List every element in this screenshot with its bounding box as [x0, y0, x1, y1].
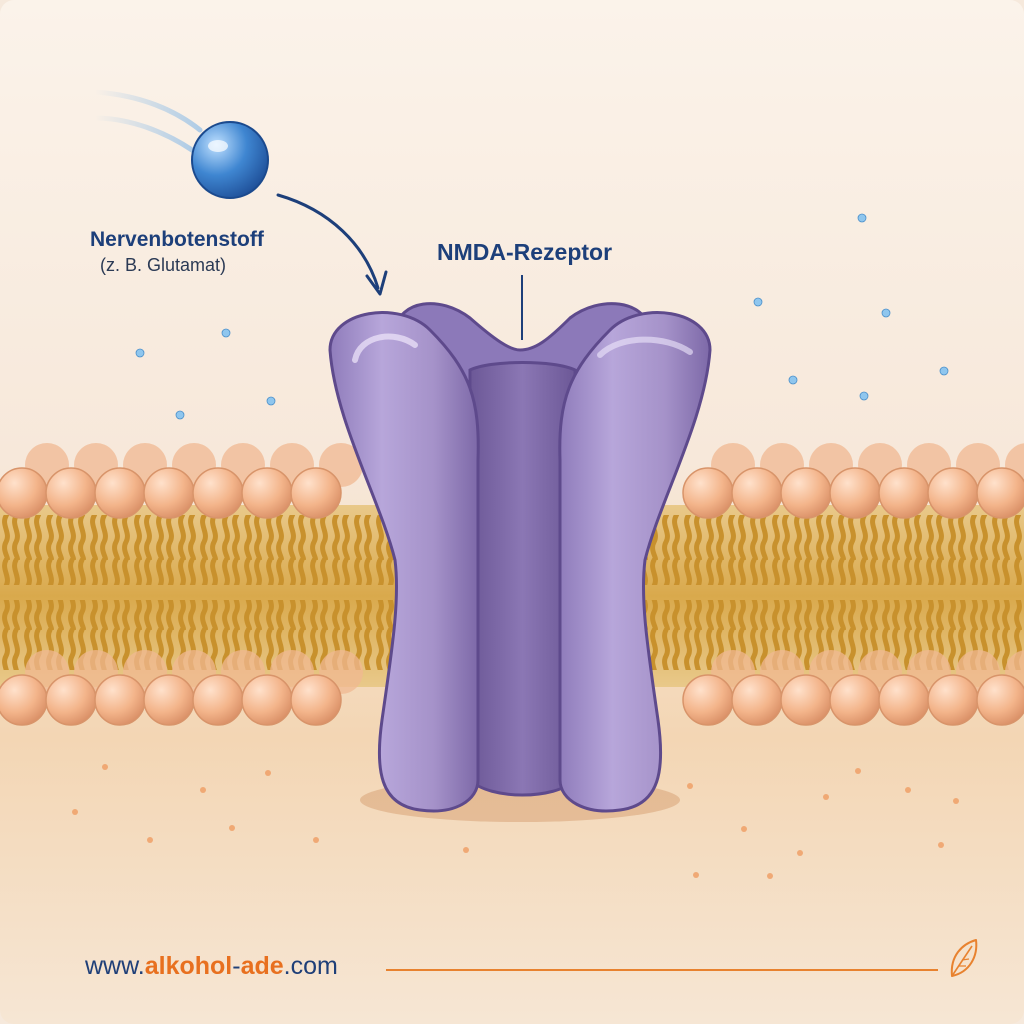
ion-particle: [905, 787, 911, 793]
ion-particle: [767, 873, 773, 879]
motion-streak: [92, 89, 203, 133]
leaf-icon: [950, 939, 978, 977]
website-link[interactable]: www.alkohol-ade.com: [85, 952, 338, 981]
ion-particle: [855, 768, 861, 774]
receptor-subunit-right: [558, 311, 712, 813]
ion-particle: [938, 842, 944, 848]
lipid-head: [241, 674, 293, 726]
lipid-head: [976, 467, 1024, 519]
lipid-head: [0, 467, 48, 519]
molecule-highlight: [208, 140, 228, 152]
ion-particle: [823, 794, 829, 800]
url-brand-alkohol: alkohol: [144, 952, 233, 980]
url-prefix: www.: [85, 952, 145, 980]
lipid-head: [682, 467, 734, 519]
lipid-head: [143, 674, 195, 726]
lipid-head: [192, 674, 244, 726]
ion-particle: [135, 348, 145, 358]
receptor-subunit-left: [328, 311, 480, 813]
arrow-shaft: [276, 193, 380, 290]
neurotransmitter-example-label: (z. B. Glutamat): [100, 255, 227, 275]
lipid-head: [878, 467, 930, 519]
lipid-head: [290, 467, 342, 519]
ion-particle: [939, 366, 949, 376]
ion-particle: [463, 847, 469, 853]
ion-particle: [693, 872, 699, 878]
ion-particle: [266, 396, 276, 406]
lipid-head: [829, 674, 881, 726]
lipid-heads-bottom: [0, 650, 1024, 726]
lipid-head: [45, 674, 97, 726]
ion-particle: [788, 375, 798, 385]
lipid-head: [192, 467, 244, 519]
lipid-head: [780, 674, 832, 726]
lipid-head: [143, 467, 195, 519]
motion-streak: [92, 115, 195, 153]
ion-particle: [687, 783, 693, 789]
lipid-head: [94, 467, 146, 519]
lipid-head: [290, 674, 342, 726]
lipid-head: [976, 674, 1024, 726]
binding-arrow: [276, 193, 388, 296]
url-brand-ade: ade: [240, 952, 284, 980]
receptor-highlight-right: [597, 336, 693, 358]
ion-particle: [72, 809, 78, 815]
ion-particle: [229, 825, 235, 831]
lipid-head: [45, 467, 97, 519]
lipid-head: [829, 467, 881, 519]
lipid-heads-top: [0, 443, 1024, 519]
molecule-sphere: [191, 121, 269, 199]
ion-particle: [221, 328, 231, 338]
url-separator: -: [232, 952, 241, 980]
nmda-receptor-illustration: [328, 302, 712, 822]
neurotransmitter-label: Nervenbotenstoff: [90, 228, 264, 251]
ion-particle: [881, 308, 891, 318]
lipid-head: [0, 674, 48, 726]
ion-particle: [797, 850, 803, 856]
lipid-head: [731, 674, 783, 726]
ion-particle: [753, 297, 763, 307]
arrow-head-icon: [365, 270, 388, 296]
lipid-head: [241, 467, 293, 519]
lipid-head: [927, 674, 979, 726]
ion-particle: [175, 410, 185, 420]
lipid-head: [878, 674, 930, 726]
ion-particle: [741, 826, 747, 832]
ion-particle: [857, 213, 867, 223]
ion-particle: [147, 837, 153, 843]
ion-particle: [953, 798, 959, 804]
ion-particle: [313, 837, 319, 843]
ion-particle: [200, 787, 206, 793]
lipid-bilayer: [0, 443, 1024, 726]
lipid-head: [682, 674, 734, 726]
neurotransmitter-molecule: [92, 89, 269, 199]
ion-particles: [72, 213, 959, 879]
ion-particle: [859, 391, 869, 401]
lipid-head: [94, 674, 146, 726]
receptor-highlight-left: [352, 333, 418, 363]
ion-particle: [265, 770, 271, 776]
lipid-head: [780, 467, 832, 519]
lipid-head: [927, 467, 979, 519]
url-suffix: .com: [283, 952, 338, 980]
lipid-head: [731, 467, 783, 519]
ion-particle: [102, 764, 108, 770]
receptor-label: NMDA-Rezeptor: [437, 239, 613, 265]
